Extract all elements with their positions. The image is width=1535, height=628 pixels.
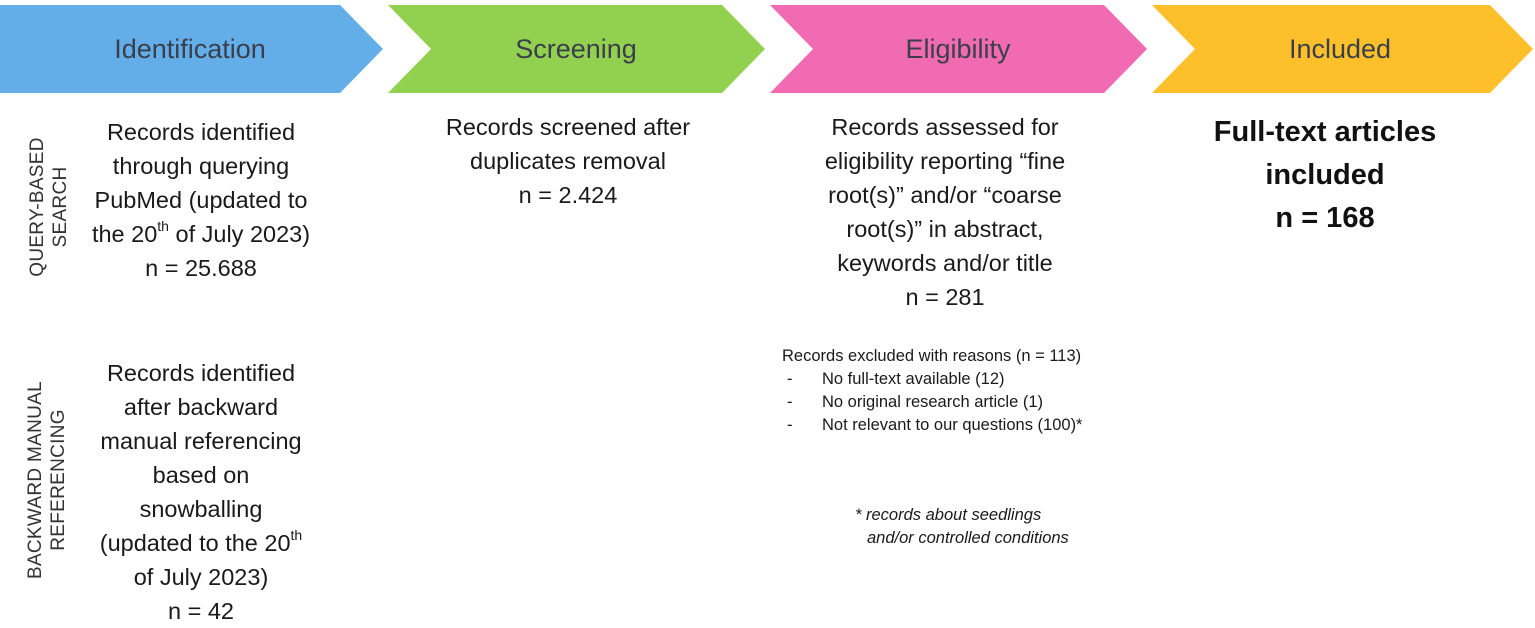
- chevron-eligibility: [770, 5, 1147, 93]
- chevron-identification: [0, 5, 383, 93]
- side-label-backward-manual-referencing: BACKWARD MANUAL REFERENCING: [25, 380, 69, 580]
- identification-query-box: Records identified through querying PubM…: [72, 115, 330, 285]
- identification-manual-box: Records identified after backward manual…: [72, 356, 330, 628]
- eligibility-count: n = 281: [905, 284, 985, 310]
- side-label-query-based-search: QUERY-BASED SEARCH: [27, 137, 71, 277]
- included-count: n = 168: [1275, 202, 1375, 234]
- exclusion-item: Not relevant to our questions (100)*: [782, 414, 1162, 437]
- exclusions-list: Records excluded with reasons (n = 113) …: [782, 345, 1162, 437]
- screening-box: Records screened after duplicates remova…: [418, 110, 718, 212]
- eligibility-box: Records assessed for eligibility reporti…: [800, 110, 1090, 314]
- chevron-included: [1152, 5, 1533, 93]
- stage-label-eligibility: Eligibility: [905, 34, 1011, 64]
- exclusion-item: No full-text available (12): [782, 368, 1162, 391]
- identification-manual-count: n = 42: [168, 598, 234, 624]
- identification-query-count: n = 25.688: [145, 255, 257, 281]
- exclusions-footnote: * records about seedlings and/or control…: [855, 506, 1069, 547]
- stage-label-screening: Screening: [515, 34, 637, 64]
- included-box: Full-text articles included n = 168: [1180, 111, 1470, 240]
- stage-label-included: Included: [1288, 34, 1392, 64]
- exclusion-item: No original research article (1): [782, 391, 1162, 414]
- stage-label-identification: Identification: [114, 34, 266, 64]
- screening-count: n = 2.424: [518, 182, 618, 208]
- chevron-screening: [388, 5, 765, 93]
- exclusions-heading: Records excluded with reasons (n = 113): [782, 347, 1082, 365]
- stage-chevrons: [0, 5, 1533, 93]
